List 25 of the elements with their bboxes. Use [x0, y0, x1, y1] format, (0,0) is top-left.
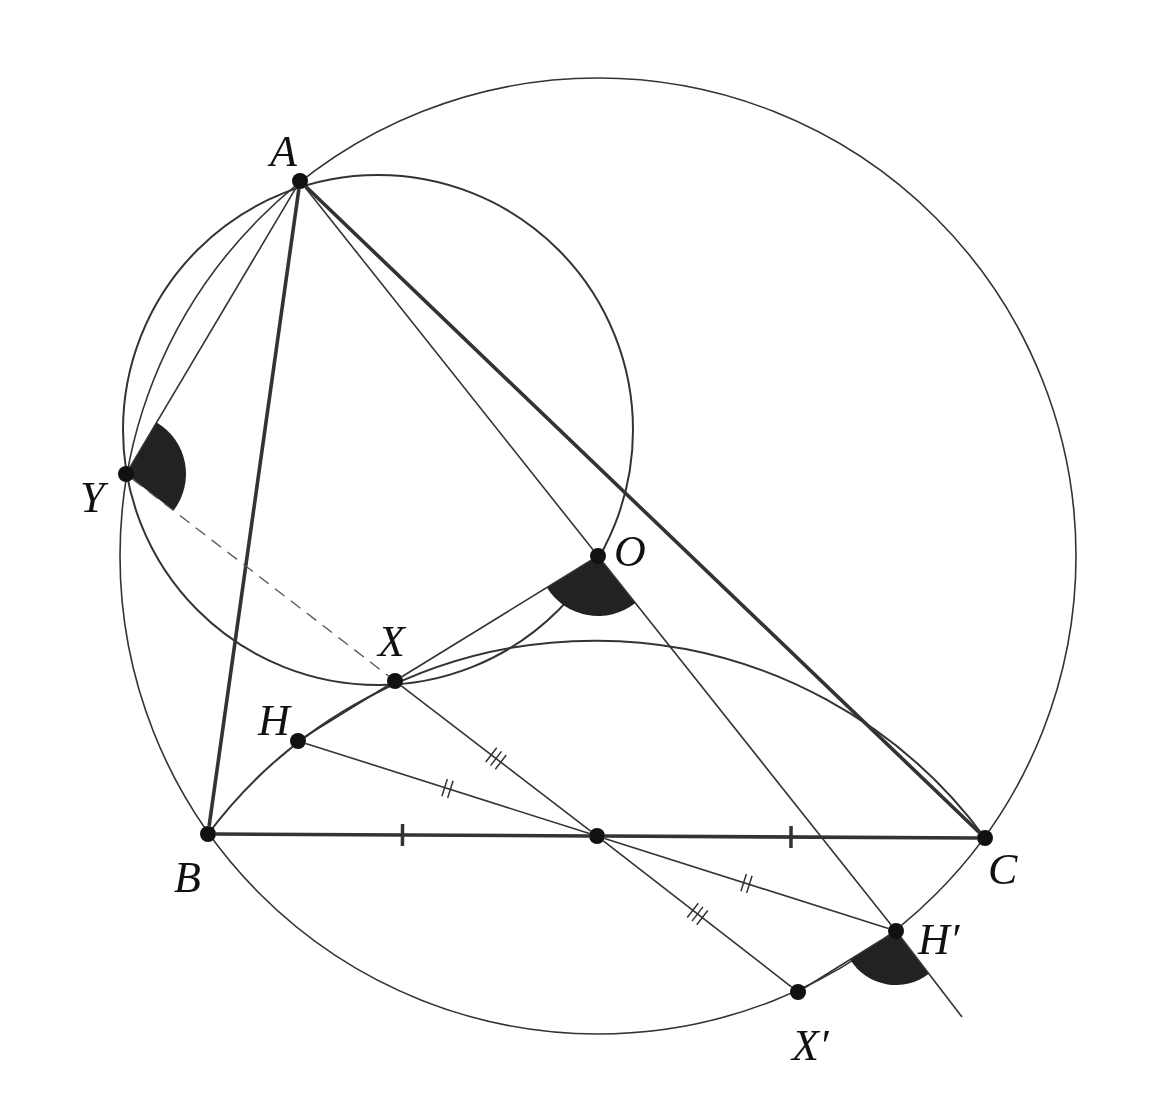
line-segment — [129, 187, 297, 468]
line-segment — [602, 561, 892, 926]
line-segment — [131, 478, 390, 677]
line-segment — [605, 834, 977, 840]
line-segment — [603, 837, 890, 930]
labeled-point: Y — [80, 466, 134, 522]
line-segment — [304, 742, 591, 835]
labeled-point: B — [174, 826, 216, 902]
line-segment — [401, 559, 592, 678]
labeled-point: C — [977, 830, 1018, 894]
line-segment — [207, 188, 301, 827]
line-segment — [804, 934, 890, 989]
line-segment — [400, 685, 592, 832]
line-segment — [900, 936, 963, 1018]
line-segment — [304, 684, 389, 738]
labeled-point: X′ — [790, 984, 829, 1070]
labeled-point: X — [378, 617, 405, 689]
line-segment — [216, 832, 589, 838]
labeled-point: H — [258, 696, 306, 749]
labeled-point: H′ — [888, 915, 960, 964]
labeled-point: O — [590, 527, 646, 576]
line-segment — [602, 840, 793, 988]
point — [589, 828, 605, 844]
line-segment — [304, 185, 981, 834]
line-segment — [304, 186, 594, 551]
